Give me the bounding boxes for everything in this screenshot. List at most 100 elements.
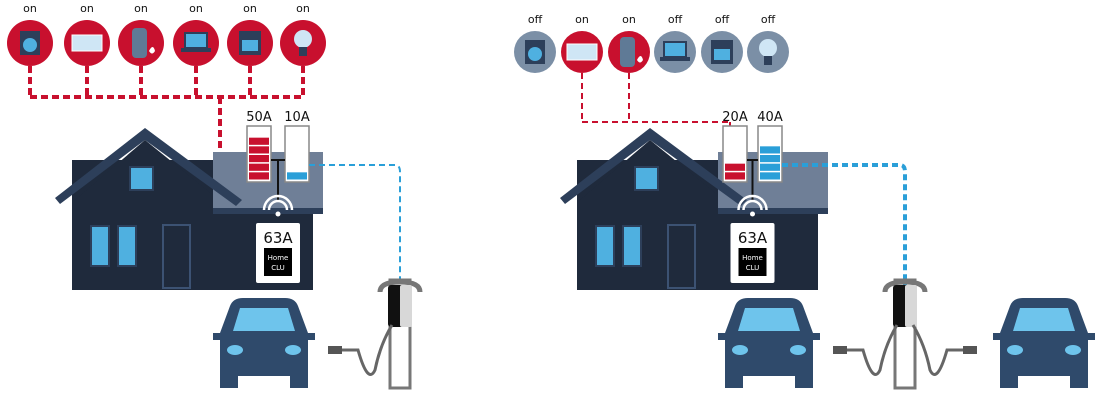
appliance-state-label: on <box>189 2 203 15</box>
attic-window <box>129 166 154 191</box>
flame <box>149 47 155 54</box>
charging-cable <box>340 324 394 376</box>
charging-plug <box>328 346 342 354</box>
wifi-arc <box>737 194 768 211</box>
house-roof-edge <box>213 208 323 214</box>
ev-load-bar-segment <box>760 163 780 171</box>
boiler-icon <box>620 37 643 67</box>
appliance-state-label: on <box>243 2 257 15</box>
car-headlight <box>1065 345 1081 355</box>
charging-cable <box>845 324 899 376</box>
appliance-laptop[interactable]: off <box>654 13 696 73</box>
oven-icon <box>239 31 261 55</box>
appliance-state-label: on <box>23 2 37 15</box>
ev-charger <box>328 278 423 390</box>
oven-window <box>242 40 258 51</box>
wifi-dot <box>750 211 755 217</box>
laptop-screen <box>663 41 687 58</box>
heater-panel <box>71 34 103 52</box>
ev-charge-line <box>309 164 401 285</box>
ev-charge-line <box>782 163 907 285</box>
load-connection-lines <box>28 66 305 167</box>
home-load-bar-label: 50A <box>246 110 272 125</box>
appliance-state-label: off <box>668 13 683 26</box>
washer-door <box>528 47 542 61</box>
light-bulb-icon <box>294 30 312 56</box>
oven-window <box>714 49 730 60</box>
charger-post <box>388 278 412 390</box>
wifi-icon <box>262 194 294 217</box>
clu-label: Home <box>268 254 289 262</box>
appliance-state-label: off <box>528 13 543 26</box>
laptop-icon <box>660 41 690 61</box>
appliance-state-label: on <box>134 2 148 15</box>
home-load-bar-segment <box>249 155 269 163</box>
car-headlight <box>227 345 243 355</box>
car-headlight <box>1007 345 1023 355</box>
bulb-base <box>299 47 307 56</box>
car-windshield <box>1013 308 1075 331</box>
appliance-heater[interactable]: on <box>64 2 110 66</box>
clu-label: CLU <box>271 264 285 272</box>
house <box>560 128 828 290</box>
controller-link <box>271 159 285 200</box>
bulb-glass <box>759 39 777 57</box>
boiler-tank <box>132 28 147 58</box>
appliance-state-label: off <box>715 13 730 26</box>
charger-post <box>893 278 917 390</box>
ev-load-bar: 40A <box>757 110 783 183</box>
wifi-arc <box>262 194 294 211</box>
window <box>622 225 642 267</box>
wifi-arc <box>742 199 763 211</box>
charger-hood <box>882 279 928 293</box>
appliance-oven[interactable]: on <box>227 2 273 66</box>
appliance-boiler[interactable]: on <box>118 2 164 66</box>
home-load-bar-segment <box>725 163 745 171</box>
appliance-washing-machine[interactable]: on <box>7 2 53 66</box>
window <box>90 225 110 267</box>
appliance-heater[interactable]: on <box>561 13 603 73</box>
light-bulb-icon <box>759 39 777 65</box>
wifi-dot <box>275 211 281 217</box>
ev-load-bar-segment <box>287 172 307 180</box>
laptop-base <box>660 57 690 61</box>
electric-car <box>213 298 315 388</box>
main-fuse-label: 63A <box>263 229 293 247</box>
ev-load-bar: 10A <box>284 110 310 183</box>
car-windshield <box>738 308 800 331</box>
appliance-light-bulb[interactable]: on <box>280 2 326 66</box>
charging-plug <box>963 346 977 354</box>
charger-panel <box>905 285 917 327</box>
bulb-base <box>764 56 772 65</box>
clu-screen <box>264 248 292 276</box>
home-load-bar-segment <box>249 146 269 154</box>
laptop-base <box>181 48 211 52</box>
appliance-state-label: on <box>622 13 636 26</box>
appliance-washing-machine[interactable]: off <box>514 13 556 73</box>
heater-icon <box>71 34 103 52</box>
appliance-boiler[interactable]: on <box>608 13 650 73</box>
charger-panel <box>400 285 412 327</box>
washing-machine-icon <box>20 31 40 55</box>
appliance-oven[interactable]: off <box>701 13 743 73</box>
home-load-bar-label: 20A <box>722 110 748 125</box>
appliance-light-bulb[interactable]: off <box>747 13 789 73</box>
appliance-state-label: on <box>80 2 94 15</box>
laptop-icon <box>181 32 211 52</box>
window <box>117 225 137 267</box>
home-load-bar: 20A <box>722 110 748 183</box>
window <box>595 225 615 267</box>
boiler-tank <box>620 37 635 67</box>
oven-icon <box>711 40 733 64</box>
ev-load-bar-segment <box>760 146 780 154</box>
electric-car <box>718 298 820 388</box>
main-fuse-label: 63A <box>738 229 768 247</box>
home-load-bar-segment <box>249 137 269 145</box>
home-load-bar-segment <box>725 172 745 180</box>
home-load-bar-segment <box>249 163 269 171</box>
appliance-laptop[interactable]: on <box>173 2 219 66</box>
charger-hood <box>377 279 423 293</box>
